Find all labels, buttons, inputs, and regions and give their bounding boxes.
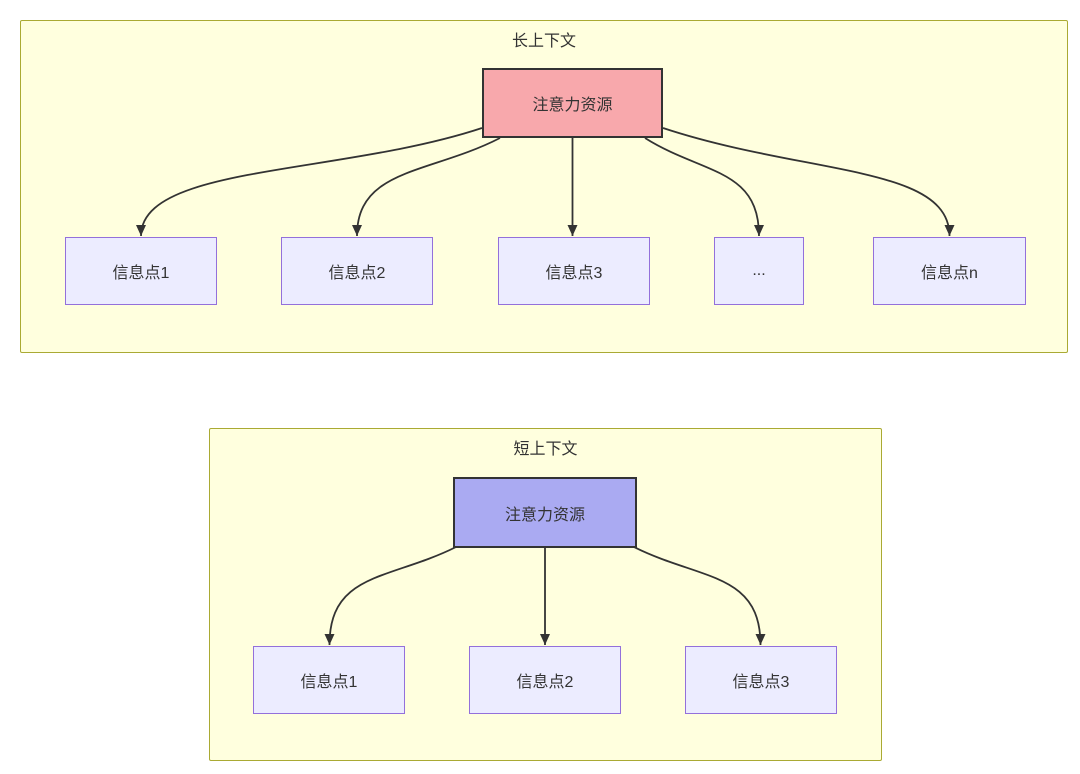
info-node-long-2: 信息点2 bbox=[281, 237, 433, 305]
info-node-short-2: 信息点2 bbox=[469, 646, 621, 714]
info-node-long-ellipsis: ... bbox=[714, 237, 804, 305]
info-node-short-1: 信息点1 bbox=[253, 646, 405, 714]
short-context-title: 短上下文 bbox=[513, 441, 578, 458]
info-node-long-n: 信息点n bbox=[873, 237, 1026, 305]
attention-resource-node-long: 注意力资源 bbox=[482, 68, 663, 138]
info-node-short-3: 信息点3 bbox=[685, 646, 837, 714]
long-context-title: 长上下文 bbox=[511, 33, 576, 50]
attention-resource-node-short: 注意力资源 bbox=[453, 477, 637, 548]
info-node-long-1: 信息点1 bbox=[65, 237, 217, 305]
info-node-long-3: 信息点3 bbox=[498, 237, 650, 305]
